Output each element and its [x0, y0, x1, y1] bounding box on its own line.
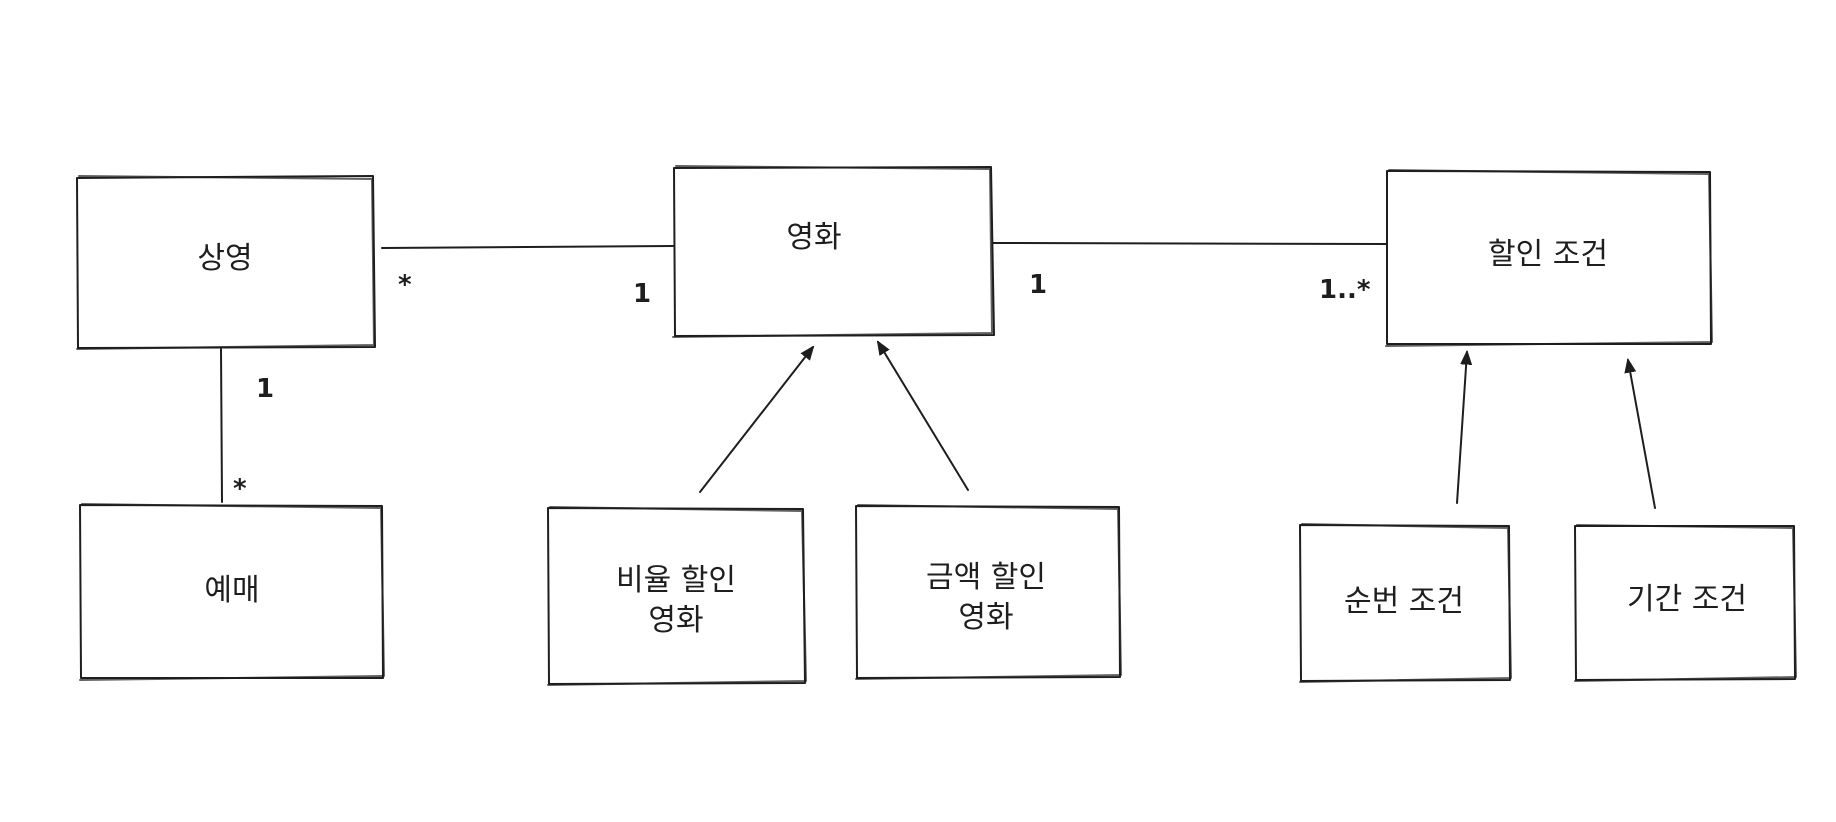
mult-movie-end-2: 1 — [1029, 270, 1047, 300]
inheritance-arrow-amount-to-movie — [878, 342, 969, 491]
inheritance-arrow-sequence-to-condition — [1456, 352, 1467, 504]
box-reservation: 예매 — [79, 503, 385, 681]
mult-screening-end-2: 1 — [256, 374, 274, 404]
association-movie-condition: 1 1..* — [992, 242, 1387, 305]
box-percent-discount-movie-label-line2: 영화 — [648, 603, 703, 638]
box-reservation-label: 예매 — [204, 573, 259, 608]
box-screening-label: 상영 — [197, 241, 252, 276]
association-screening-reservation: 1 * — [220, 348, 274, 504]
inheritance-arrow-period-to-condition — [1628, 360, 1656, 509]
box-movie: 영화 — [672, 165, 995, 338]
association-screening-movie: * 1 — [381, 245, 674, 309]
box-movie-label: 영화 — [786, 220, 841, 255]
box-amount-discount-movie: 금액 할인 영화 — [855, 504, 1122, 680]
inheritance-arrow-percent-to-movie — [699, 347, 813, 493]
mult-condition-end: 1..* — [1319, 275, 1371, 305]
mult-reservation-end: * — [233, 474, 247, 504]
box-screening: 상영 — [76, 175, 376, 350]
box-percent-discount-movie-label-line1: 비율 할인 — [616, 563, 736, 598]
box-sequence-condition: 순번 조건 — [1299, 523, 1512, 683]
box-period-condition-label: 기간 조건 — [1627, 582, 1747, 617]
mult-movie-end: 1 — [633, 279, 651, 309]
box-percent-discount-movie: 비율 할인 영화 — [547, 506, 807, 686]
box-discount-condition: 할인 조건 — [1385, 169, 1713, 347]
box-sequence-condition-label: 순번 조건 — [1344, 584, 1464, 619]
box-discount-condition-label: 할인 조건 — [1488, 237, 1608, 272]
box-amount-discount-movie-label-line1: 금액 할인 — [926, 560, 1046, 595]
mult-screening-end: * — [398, 270, 412, 300]
box-period-condition: 기간 조건 — [1574, 524, 1797, 682]
box-amount-discount-movie-label-line2: 영화 — [958, 600, 1013, 635]
